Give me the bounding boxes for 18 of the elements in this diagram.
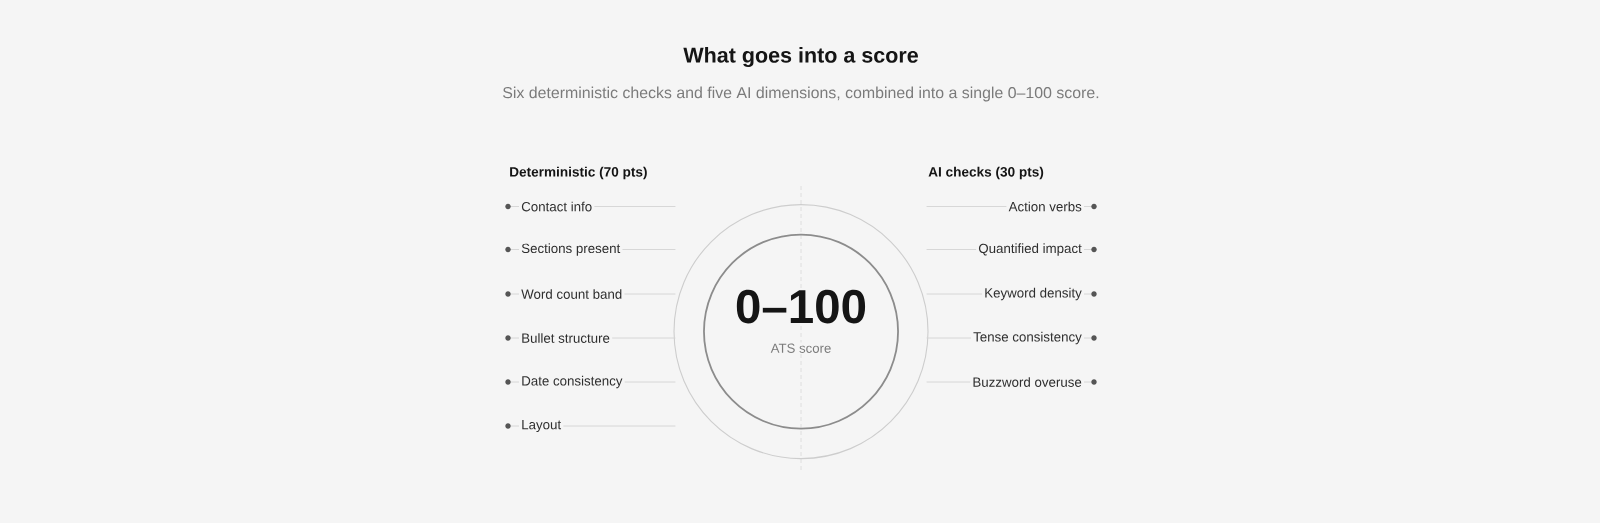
column-heading: Deterministic (70 pts) [510,166,647,180]
check-label: Layout [522,420,562,432]
subtitle: Six deterministic checks and five AI dimensions, combined into a single 0–100 score. [503,86,1099,102]
outer-ring [673,204,929,460]
check-label: Buzzword overuse [973,377,1082,387]
check-label: Action verbs [1008,201,1082,212]
check-label: Quantified impact [978,243,1082,256]
check-label: Word count band [521,289,622,299]
check-label: Contact info [521,201,592,212]
title: What goes into a score [683,46,918,68]
check-label: Keyword density [985,287,1082,301]
check-label: Bullet structure [522,333,610,343]
check-label: Tense consistency [973,331,1082,345]
score-value: 0–100 [733,288,869,325]
check-label: Date consistency [522,375,623,389]
score-caption: ATS score [769,342,833,354]
column-heading: AI checks (30 pts) [928,166,1044,180]
check-label: Sections present [521,243,621,256]
